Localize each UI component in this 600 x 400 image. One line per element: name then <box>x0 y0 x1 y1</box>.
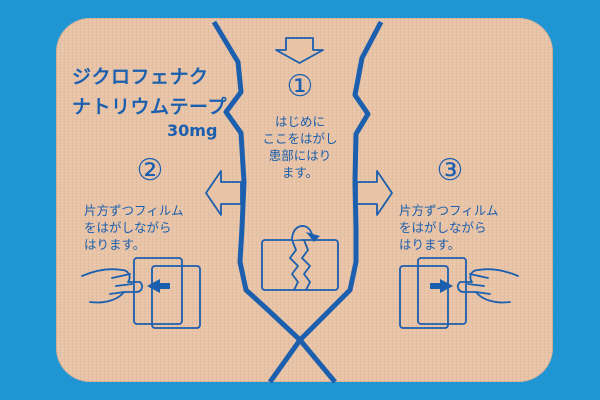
arrow-down-outline-icon <box>275 37 324 64</box>
step-3-number: ③ <box>436 153 464 188</box>
product-name-line1: ジクロフェナク <box>72 66 209 88</box>
step-3-instructions: 片方ずつフィルム をはがしながら はります。 <box>399 202 499 253</box>
product-dose: 30mg <box>167 121 218 140</box>
step-3-line: 片方ずつフィルム <box>399 203 499 218</box>
peel-tab-icon <box>261 225 339 291</box>
film-edge-detail <box>237 61 241 81</box>
step-1-line: ここをはがし <box>262 131 338 146</box>
step-2-line: 片方ずつフィルム <box>84 203 184 218</box>
step-2-line: はります。 <box>84 237 146 252</box>
hand-peel-left-icon <box>81 257 201 329</box>
film-split-line-right <box>267 20 384 384</box>
step-2-number: ② <box>136 153 164 188</box>
step-1-instructions: はじめに ここをはがし 患部にはり ます。 <box>250 113 350 181</box>
step-1-line: 患部にはり <box>268 148 332 163</box>
tape-patch <box>56 18 553 382</box>
step-2-line: をはがしながら <box>84 220 172 235</box>
step-2-instructions: 片方ずつフィルム をはがしながら はります。 <box>84 202 184 253</box>
step-1-number: ① <box>286 69 314 104</box>
arrow-left-outline-icon <box>205 170 242 216</box>
step-3-line: はります。 <box>399 237 461 252</box>
step-3-line: をはがしながら <box>399 220 487 235</box>
patch-texture <box>56 18 553 382</box>
film-split-lines <box>211 20 384 384</box>
hand-peel-right-icon <box>399 257 519 329</box>
arrow-right-outline-icon <box>356 170 393 216</box>
product-name-line2: ナトリウムテープ <box>72 96 227 118</box>
step-1-line: ます。 <box>281 165 319 180</box>
film-split-line-left <box>211 20 337 384</box>
step-1-line: はじめに <box>274 114 325 129</box>
